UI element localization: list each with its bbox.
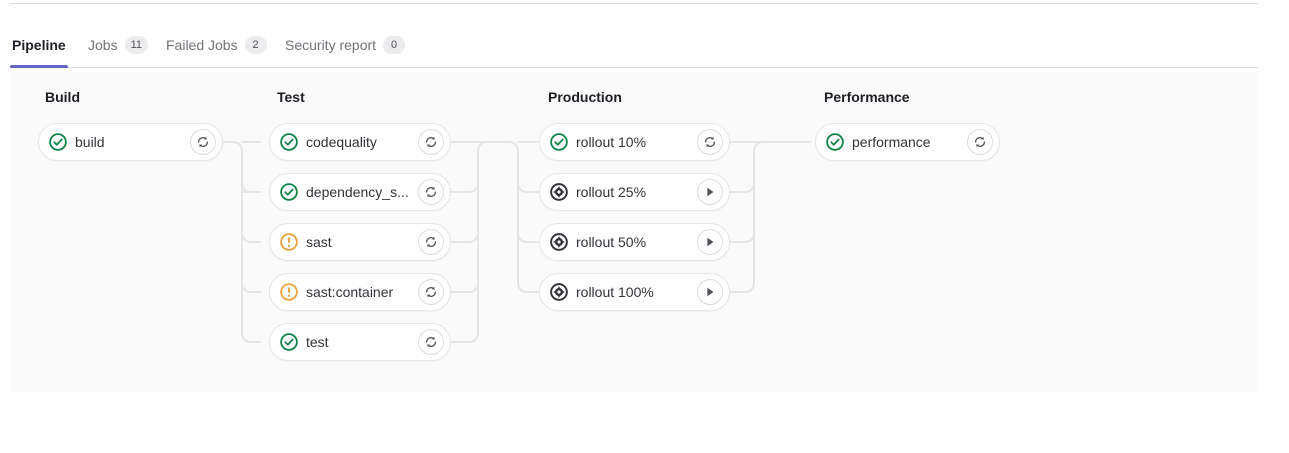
job-card[interactable]: sast:container: [269, 273, 451, 311]
retry-job-button[interactable]: [418, 279, 444, 305]
top-divider: [10, 3, 1258, 4]
retry-job-button[interactable]: [697, 129, 723, 155]
pipeline-tab-bar: Pipeline Jobs 11 Failed Jobs 2 Security repor…: [0, 22, 1258, 68]
retry-icon: [974, 136, 986, 148]
job-name: test: [306, 334, 329, 350]
job-name: sast:container: [306, 284, 394, 300]
job-card[interactable]: sast: [269, 223, 451, 261]
tab-bar-divider: [10, 67, 1258, 68]
job-name: rollout 10%: [576, 134, 647, 150]
tab-count-badge: 11: [124, 36, 148, 54]
status-success-icon: [550, 133, 568, 151]
job-name: performance: [852, 134, 931, 150]
tab-failed-jobs[interactable]: Failed Jobs 2: [164, 22, 269, 68]
retry-icon: [197, 136, 209, 148]
status-success-icon: [280, 133, 298, 151]
tab-pipeline[interactable]: Pipeline: [10, 22, 68, 68]
status-warning-icon: [280, 233, 298, 251]
retry-icon: [425, 286, 437, 298]
tab-jobs[interactable]: Jobs 11: [86, 22, 150, 68]
status-success-icon: [280, 183, 298, 201]
retry-job-button[interactable]: [418, 329, 444, 355]
play-icon: [707, 287, 714, 297]
play-job-button[interactable]: [697, 279, 723, 305]
job-card[interactable]: rollout 10%: [539, 123, 730, 161]
job-name: rollout 50%: [576, 234, 647, 250]
tab-count-badge: 0: [383, 36, 406, 54]
job-card[interactable]: dependency_s...: [269, 173, 451, 211]
pipeline-graph-canvas: Build build Test codequality dependency_s...…: [10, 72, 1258, 392]
job-card[interactable]: build: [38, 123, 223, 161]
active-tab-indicator: [10, 65, 68, 68]
status-manual-icon: [550, 283, 568, 301]
tab-count-badge: 2: [244, 36, 267, 54]
stage-title: Performance: [824, 89, 910, 105]
play-icon: [707, 237, 714, 247]
status-success-icon: [826, 133, 844, 151]
status-success-icon: [49, 133, 67, 151]
tab-label: Security report: [285, 37, 377, 53]
play-job-button[interactable]: [697, 229, 723, 255]
status-warning-icon: [280, 283, 298, 301]
job-card[interactable]: performance: [815, 123, 1000, 161]
retry-job-button[interactable]: [190, 129, 216, 155]
tab-security-report[interactable]: Security report 0: [283, 22, 407, 68]
job-name: rollout 100%: [576, 284, 654, 300]
status-manual-icon: [550, 183, 568, 201]
retry-icon: [704, 136, 716, 148]
retry-job-button[interactable]: [418, 229, 444, 255]
stage-title: Build: [45, 89, 80, 105]
job-card[interactable]: codequality: [269, 123, 451, 161]
job-card[interactable]: rollout 25%: [539, 173, 730, 211]
job-name: rollout 25%: [576, 184, 647, 200]
retry-icon: [425, 136, 437, 148]
retry-icon: [425, 236, 437, 248]
play-icon: [707, 187, 714, 197]
tab-label: Failed Jobs: [166, 37, 238, 53]
retry-icon: [425, 186, 437, 198]
job-card[interactable]: rollout 100%: [539, 273, 730, 311]
job-name: dependency_s...: [306, 184, 409, 200]
status-manual-icon: [550, 233, 568, 251]
job-card[interactable]: rollout 50%: [539, 223, 730, 261]
retry-icon: [425, 336, 437, 348]
tab-label: Pipeline: [12, 37, 66, 53]
retry-job-button[interactable]: [418, 179, 444, 205]
job-name: codequality: [306, 134, 377, 150]
job-card[interactable]: test: [269, 323, 451, 361]
status-success-icon: [280, 333, 298, 351]
stage-title: Test: [277, 89, 305, 105]
stage-title: Production: [548, 89, 622, 105]
tab-label: Jobs: [88, 37, 118, 53]
play-job-button[interactable]: [697, 179, 723, 205]
retry-job-button[interactable]: [967, 129, 993, 155]
retry-job-button[interactable]: [418, 129, 444, 155]
job-name: sast: [306, 234, 332, 250]
job-name: build: [75, 134, 105, 150]
